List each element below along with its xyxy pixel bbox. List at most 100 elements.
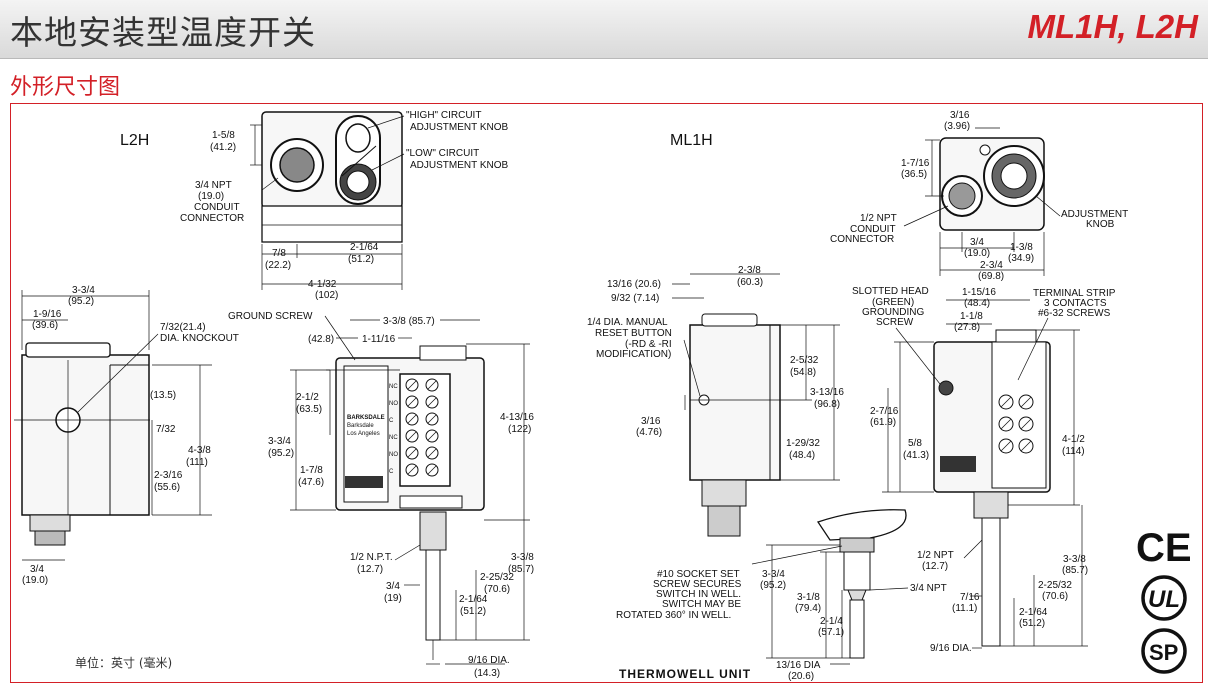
ml1h-socket-label-3: SWITCH IN WELL. — [656, 589, 741, 600]
l2h-dim-3-3-8: 3-3/8 — [511, 552, 534, 563]
ml1h-top-1-7-16: 1-7/16 — [901, 158, 930, 169]
l2h-dim-3-3-8-mm: (85.7) — [508, 564, 534, 575]
l2h-dim-3-3-4: 3-3/4 — [268, 436, 291, 447]
l2h-dim-2-1-64-front: 2-1/64 — [459, 594, 488, 605]
l2h-dim-13-5: (13.5) — [150, 390, 176, 401]
terminal-screw-slot — [407, 465, 417, 475]
l2h-dim-42-8: (42.8) — [308, 334, 334, 345]
l2h-dim-4-13-16-mm: (122) — [508, 424, 531, 435]
l2h-side-1-9-16: 1-9/16 — [33, 309, 62, 320]
l2h-npt-label: 3/4 NPT — [195, 180, 232, 191]
ml1h-slot-label-4: SCREW — [876, 317, 914, 328]
ml1h-top-3-16: 3/16 — [950, 110, 970, 121]
ml1h-front-1-15-16: 1-15/16 — [962, 287, 996, 298]
terminal-screw-slot — [1000, 396, 1012, 408]
l2h-conduit-label: CONDUIT — [194, 202, 240, 213]
ml1h-well-3-1-8-mm: (79.4) — [795, 603, 821, 614]
l2h-side-width-mm: (95.2) — [68, 296, 94, 307]
ml1h-dim-9-16: 9/16 DIA. — [930, 643, 972, 654]
ml1h-dim-3-16: 3/16 — [641, 416, 661, 427]
l2h-ground-screw-label: GROUND SCREW — [228, 311, 313, 322]
terminal-screw-slot — [407, 431, 417, 441]
l2h-dim-7-8-mm: (22.2) — [265, 260, 291, 271]
l2h-dim-3-3-8-top: 3-3/8 (85.7) — [383, 316, 435, 327]
ml1h-well-13-16: 13/16 DIA — [776, 660, 821, 671]
terminal-screw-slot — [407, 380, 417, 390]
ml1h-front-4-1-2: 4-1/2 — [1062, 434, 1085, 445]
l2h-nameplate-brand: BARKSDALE — [347, 415, 385, 421]
l2h-npt-mm: (19.0) — [198, 191, 224, 202]
l2h-terminal-label: NC — [389, 384, 398, 390]
l2h-dim-9-16: 9/16 DIA. — [468, 655, 510, 666]
ml1h-dim-7-16-mm: (11.1) — [952, 603, 977, 614]
l2h-dim-2-1-2-mm: (63.5) — [296, 404, 322, 415]
ml1h-top-view: 3/16 (3.96) 1-7/16 (36.5) 1/2 NPT CONDUI… — [830, 110, 1128, 282]
ml1h-adjustment-label-2: KNOB — [1086, 219, 1115, 230]
ml1h-dim-2-5-32-mm: (54.8) — [790, 367, 816, 378]
ml1h-reset-label-4: MODIFICATION) — [596, 349, 671, 360]
ml1h-top-1-7-16-mm: (36.5) — [901, 169, 927, 180]
terminal-screw-slot — [407, 414, 417, 424]
ml1h-well-3-3-4: 3-3/4 — [762, 569, 785, 580]
ml1h-npt-label-1: 1/2 NPT — [860, 213, 897, 224]
l2h-knockout-label: 7/32(21.4) — [160, 322, 206, 333]
ml1h-dim-2-3-8-mm: (60.3) — [737, 277, 763, 288]
ml1h-adjustment-label-1: ADJUSTMENT — [1061, 209, 1128, 220]
l2h-dim-2-25-32-mm: (70.6) — [484, 584, 510, 595]
ml1h-top-2-3-4: 2-3/4 — [980, 260, 1003, 271]
l2h-dim-4-1-32: 4-1/32 — [308, 279, 337, 290]
l2h-dim-7-8: 7/8 — [272, 248, 286, 259]
ml1h-dim-1-29-32-mm: (48.4) — [789, 450, 815, 461]
l2h-front-view: BARKSDALE Barksdale Los Angeles NCNOCNCN… — [228, 311, 534, 679]
ml1h-top-1-3-8: 1-3/8 — [1010, 242, 1033, 253]
header-bar: 本地安装型温度开关 ML1H, L2H — [0, 0, 1208, 59]
l2h-dim-1-7-8: 1-7/8 — [300, 465, 323, 476]
l2h-dim-4-3-8-mm: (111) — [186, 457, 208, 468]
ml1h-well-3-4-npt: 3/4 NPT — [910, 583, 947, 594]
l2h-dim-1-7-8-mm: (47.6) — [298, 477, 324, 488]
ml1h-dim-3-3-8-mm: (85.7) — [1062, 565, 1088, 576]
ml1h-dim-3-16-mm: (4.76) — [636, 427, 662, 438]
l2h-dim-3-4-front: 3/4 — [386, 581, 400, 592]
l2h-low-knob-label: "LOW" CIRCUIT — [406, 148, 479, 159]
l2h-side-view: 3-3/4 (95.2) 1-9/16 (39.6) 7/32(21.4) DI… — [14, 285, 239, 586]
l2h-top-view: L2H 1-5/8 (41.2) 3/4 NPT (19.0) CONDUIT … — [120, 110, 508, 301]
ml1h-dim-2-3-8: 2-3/8 — [738, 265, 761, 276]
l2h-dim-top-height-mm: (41.2) — [210, 142, 236, 153]
l2h-high-knob-label: "HIGH" CIRCUIT — [406, 110, 481, 121]
l2h-dim-7-32: 7/32 — [156, 424, 176, 435]
l2h-high-knob-label-2: ADJUSTMENT KNOB — [410, 122, 508, 133]
terminal-screw-slot — [427, 380, 437, 390]
terminal-screw-slot — [1000, 418, 1012, 430]
ml1h-front-1-15-16-mm: (48.4) — [964, 298, 990, 309]
ml1h-dim-1-29-32: 1-29/32 — [786, 438, 820, 449]
ml1h-dim-2-25-32: 2-25/32 — [1038, 580, 1072, 591]
l2h-dim-2-1-2: 2-1/2 — [296, 392, 319, 403]
ml1h-top-3-4: 3/4 — [970, 237, 984, 248]
ml1h-front-2-7-16: 2-7/16 — [870, 406, 899, 417]
thermowell-unit: #10 SOCKET SET SCREW SECURES SWITCH IN W… — [616, 509, 947, 682]
ml1h-dim-1-2-npt: 1/2 NPT — [917, 550, 954, 561]
terminal-screw-slot — [427, 397, 437, 407]
ml1h-npt-label-3: CONNECTOR — [830, 234, 894, 245]
l2h-terminal-label: NO — [389, 452, 398, 458]
terminal-screw-slot — [1020, 418, 1032, 430]
ml1h-socket-label-4: SWITCH MAY BE — [662, 599, 741, 610]
l2h-low-knob-label-2: ADJUSTMENT KNOB — [410, 160, 508, 171]
thermowell-label: THERMOWELL UNIT — [619, 667, 752, 681]
ml1h-socket-label-1: #10 SOCKET SET — [657, 569, 740, 580]
l2h-connector-label: CONNECTOR — [180, 213, 244, 224]
l2h-dim-2-1-64-mm: (51.2) — [348, 254, 374, 265]
section-title: 外形尺寸图 — [10, 75, 121, 100]
unit-note: 单位：英寸 (毫米) — [75, 656, 173, 670]
l2h-dim-1-11-16: 1-11/16 — [362, 334, 396, 345]
l2h-dim-2-1-64-front-mm: (51.2) — [460, 606, 486, 617]
ml1h-dim-7-16: 7/16 — [960, 592, 980, 603]
terminal-screw-slot — [427, 448, 437, 458]
ml1h-dim-3-13-16-mm: (96.8) — [814, 399, 840, 410]
l2h-terminal-label: NO — [389, 401, 398, 407]
l2h-dim-top-height: 1-5/8 — [212, 130, 235, 141]
ml1h-dim-3-3-8: 3-3/8 — [1063, 554, 1086, 565]
